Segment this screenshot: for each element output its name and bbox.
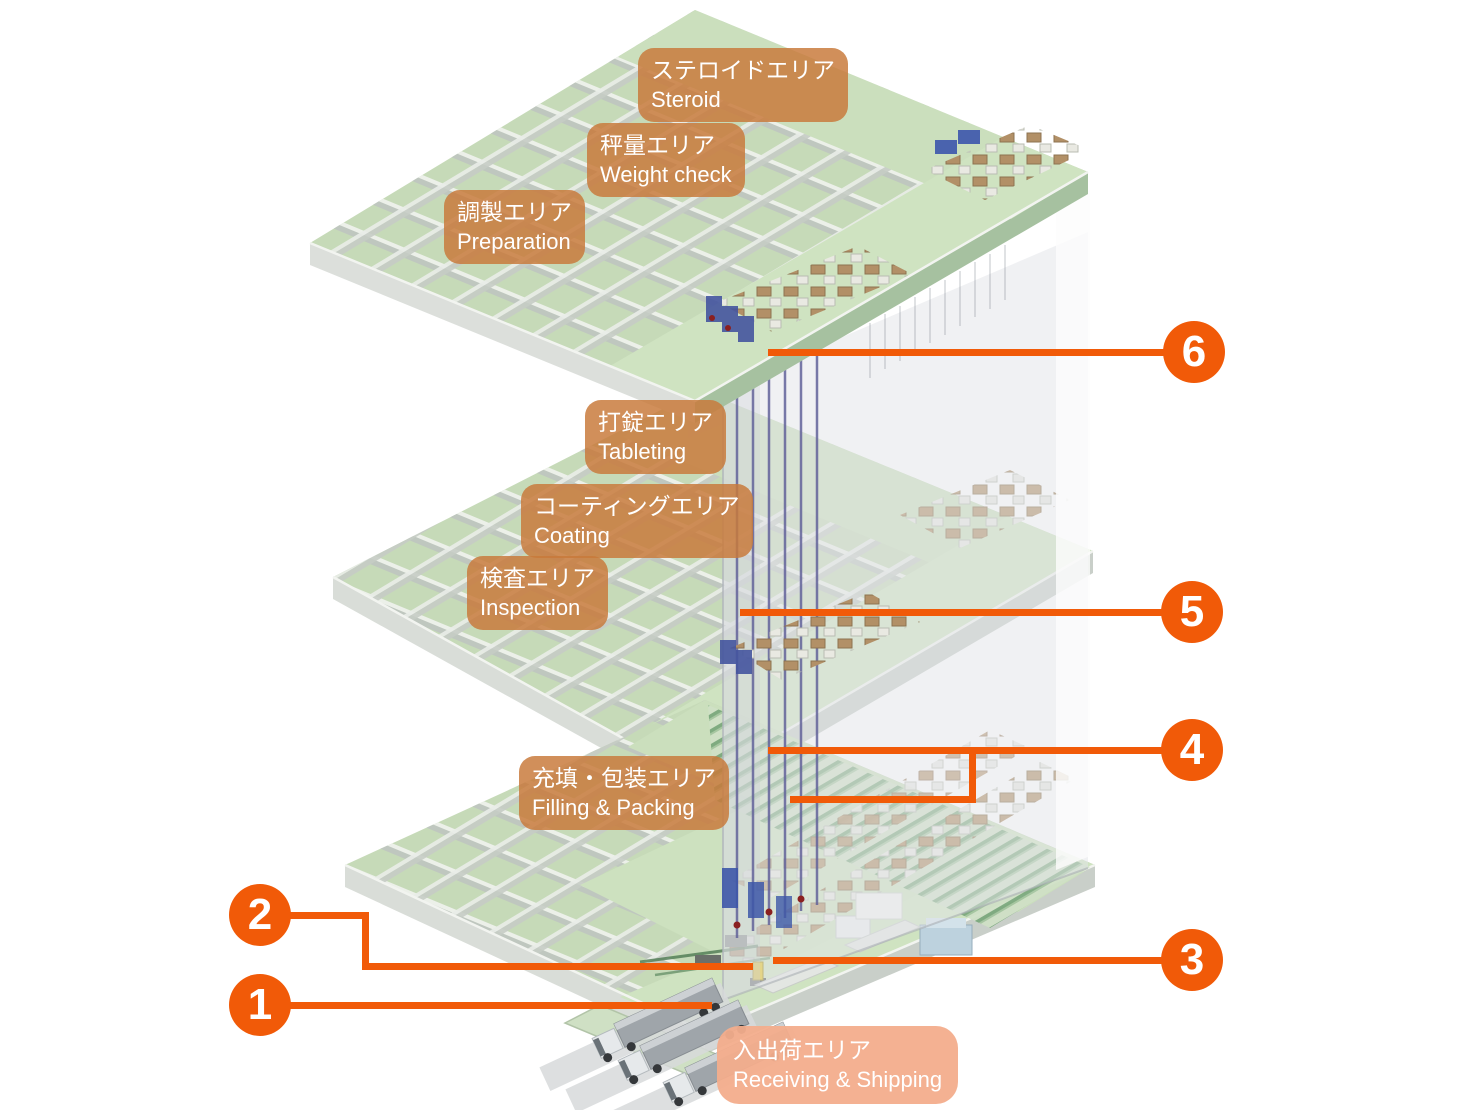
- area-label-tableting: 打錠エリア Tableting: [585, 400, 726, 475]
- area-label-steroid: ステロイドエリア Steroid: [638, 48, 848, 123]
- area-label-ja: 調製エリア: [457, 199, 572, 225]
- callout-number: 6: [1181, 327, 1207, 376]
- callout-number: 2: [247, 890, 273, 939]
- pallet-cluster-top-shaft: [706, 246, 912, 342]
- callout-circle-6: 6: [1163, 321, 1225, 383]
- callout-line-4-branch-v: [969, 747, 976, 803]
- callout-line-2-a: [289, 912, 369, 919]
- callout-circle-5: 5: [1161, 581, 1223, 643]
- callout-line-3: [773, 957, 1164, 964]
- truck-icon: [565, 999, 758, 1110]
- callout-number: 1: [247, 980, 273, 1029]
- area-label-ja: 秤量エリア: [600, 132, 715, 158]
- area-label-filling-packing: 充填・包装エリア Filling & Packing: [519, 756, 729, 831]
- area-label-ja: 充填・包装エリア: [532, 765, 716, 791]
- callout-number: 3: [1179, 935, 1205, 984]
- callout-number: 4: [1179, 725, 1205, 774]
- callout-line-1: [289, 1002, 712, 1009]
- area-label-ja: コーティングエリア: [534, 493, 740, 519]
- crane-carriages: [722, 868, 805, 929]
- callout-circle-4: 4: [1161, 719, 1223, 781]
- area-label-receiving-shipping: 入出荷エリア Receiving & Shipping: [717, 1026, 959, 1105]
- callout-line-6: [768, 349, 1165, 356]
- area-label-en: Preparation: [457, 228, 571, 254]
- pallet-cluster-top-ne: [925, 125, 1090, 200]
- area-label-en: Weight check: [600, 161, 732, 187]
- area-label-en: Inspection: [480, 594, 581, 620]
- area-label-en: Coating: [534, 522, 610, 548]
- area-label-inspection: 検査エリア Inspection: [467, 556, 608, 631]
- area-label-en: Filling & Packing: [532, 794, 695, 820]
- area-label-coating: コーティングエリア Coating: [521, 484, 753, 559]
- area-label-ja: 打錠エリア: [598, 409, 713, 435]
- area-label-preparation: 調製エリア Preparation: [444, 190, 585, 265]
- callout-circle-3: 3: [1161, 929, 1223, 991]
- truck-icon: [539, 977, 732, 1091]
- callout-line-2-b: [362, 963, 753, 970]
- callout-number: 5: [1179, 587, 1205, 636]
- area-label-ja: ステロイドエリア: [651, 57, 835, 83]
- callout-circle-1: 1: [229, 974, 291, 1036]
- area-label-weight-check: 秤量エリア Weight check: [587, 123, 745, 198]
- callout-line-2-v: [362, 912, 369, 970]
- area-label-en: Tableting: [598, 438, 687, 464]
- shaft-rack-grid: [869, 245, 1006, 378]
- callout-circle-2: 2: [229, 884, 291, 946]
- callout-line-4-branch-h: [790, 796, 976, 803]
- area-label-en: Receiving & Shipping: [733, 1066, 943, 1092]
- area-label-ja: 入出荷エリア: [733, 1037, 871, 1063]
- area-label-ja: 検査エリア: [480, 565, 595, 591]
- callout-line-5: [740, 609, 1164, 616]
- callout-line-4: [768, 747, 1164, 754]
- area-label-en: Steroid: [651, 86, 721, 112]
